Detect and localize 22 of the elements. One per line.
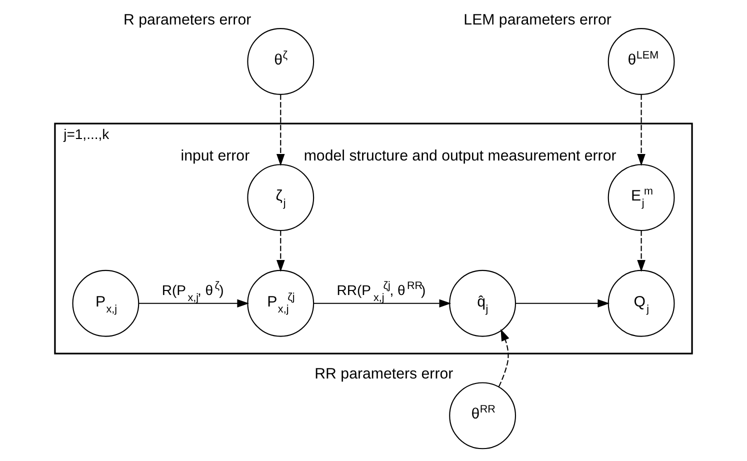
node-circle: q̂$_{j}$ <box>449 270 516 337</box>
node-label: model structure and output measurement error <box>304 148 616 165</box>
node-circle: θ$^{LEM}$ <box>608 28 675 95</box>
node-label: input error <box>180 148 250 165</box>
arrow <box>637 94 646 166</box>
node-circle: θ$^{RR}$ <box>449 382 516 450</box>
edge-label: R(P$_{x,j}$, θ$^{ζ}$) <box>162 280 224 304</box>
node-label: LEM parameters error <box>464 11 612 28</box>
node-circle: P$_{x,j}$ <box>72 270 140 337</box>
arrow <box>139 299 250 308</box>
arrow <box>637 230 646 272</box>
node-circle: ζ$_{j}$ <box>247 164 314 232</box>
edge-label: RR(P$_{x,j}$$^{ζj}$, θ$^{RR}$) <box>336 280 426 304</box>
arrow <box>314 299 452 308</box>
node-label: RR parameters error <box>314 366 454 383</box>
arrow <box>276 230 285 272</box>
arrow <box>276 94 285 166</box>
node-label: R parameters error <box>124 11 252 28</box>
node-circle: θ$^{ζ}$ <box>247 28 314 95</box>
arrow <box>498 328 510 387</box>
node-circle: Q$_{j}$ <box>608 270 675 337</box>
arrow <box>516 299 610 308</box>
